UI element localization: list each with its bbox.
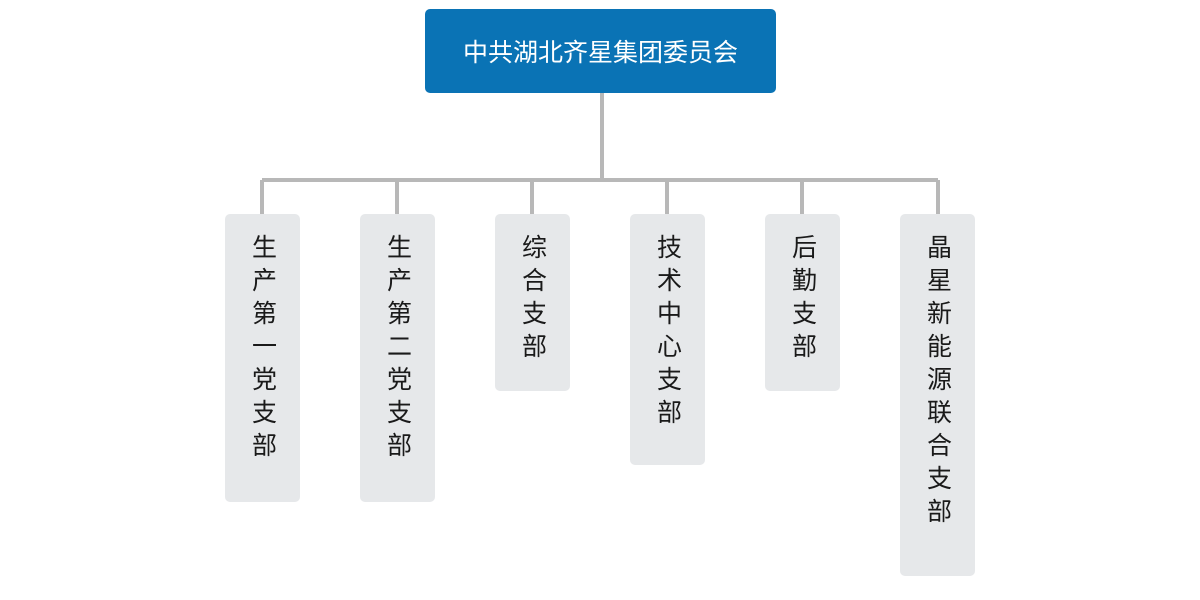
branch-node-label: 后勤支部 [788,234,818,366]
branch-node-label: 生产第一党支部 [248,234,278,465]
branch-node-label: 晶星新能源联合支部 [923,234,953,531]
root-node-label: 中共湖北齐星集团委员会 [462,38,738,67]
branch-node-label: 综合支部 [518,234,548,366]
root-node: 中共湖北齐星集团委员会 [425,9,776,93]
branch-node-label: 技术中心支部 [653,234,683,432]
branch-node-1: 生产第一党支部 [225,214,300,502]
branch-node-2: 生产第二党支部 [360,214,435,502]
branch-node-6: 晶星新能源联合支部 [900,214,975,576]
branch-node-5: 后勤支部 [765,214,840,391]
branch-node-label: 生产第二党支部 [383,234,413,465]
branch-node-4: 技术中心支部 [630,214,705,465]
branch-node-3: 综合支部 [495,214,570,391]
